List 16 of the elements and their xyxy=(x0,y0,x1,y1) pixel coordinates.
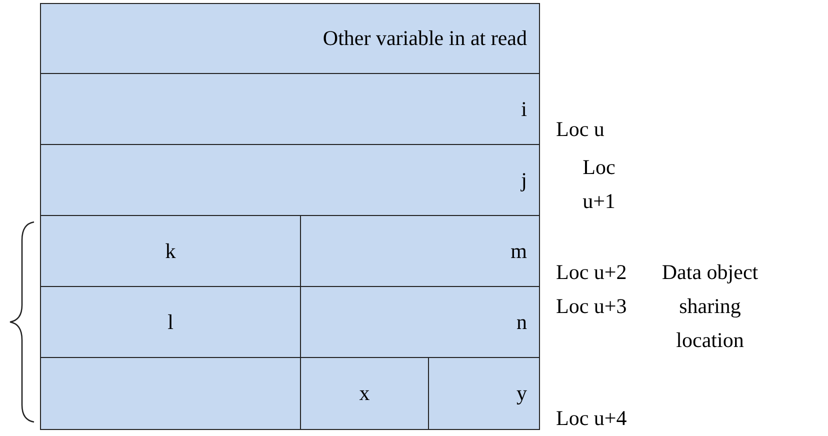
table-cell xyxy=(40,357,301,430)
memory-cell: l xyxy=(40,286,301,358)
memory-cell: j xyxy=(40,144,540,216)
memory-cell: k xyxy=(40,215,301,287)
location-label: Loc u+3 xyxy=(556,293,627,320)
memory-cell: x xyxy=(300,357,429,430)
location-label: Loc u+2 xyxy=(556,259,627,286)
location-label: Loc u+4 xyxy=(556,405,627,432)
memory-cell: i xyxy=(40,73,540,145)
annotation-text: Data object sharing location xyxy=(660,259,760,354)
location-label: Loc u+1 xyxy=(582,154,616,215)
memory-cell: y xyxy=(428,357,540,430)
memory-cell: n xyxy=(300,286,540,358)
memory-cell: m xyxy=(300,215,540,287)
location-label: Loc u xyxy=(556,116,604,143)
memory-cell: Other variable in at read xyxy=(40,3,540,74)
